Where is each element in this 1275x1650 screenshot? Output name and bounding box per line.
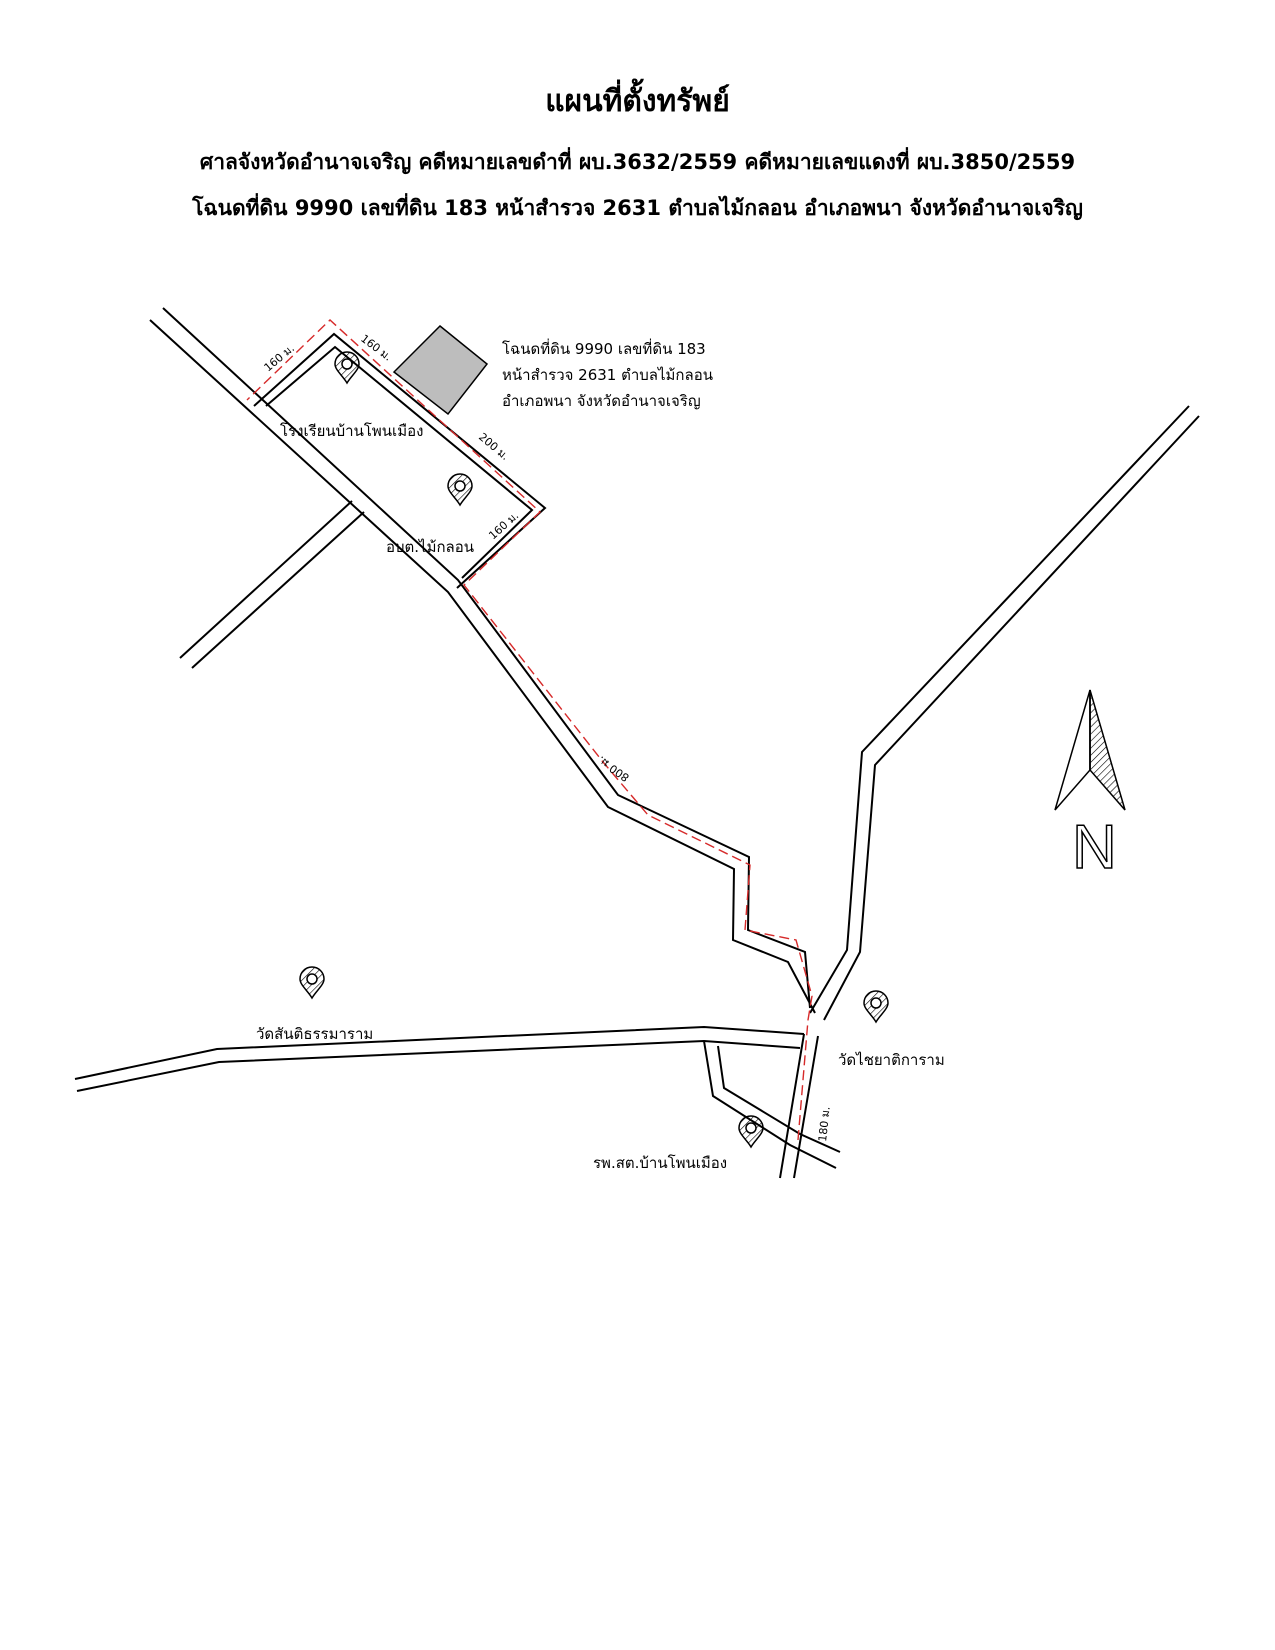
temple-west-pin-icon: [299, 966, 325, 999]
landmark-sao: อบต.ไม้กลอน: [386, 473, 474, 556]
branch-road-edge-b: [191, 511, 365, 669]
distance-label-3: 200 ม.: [476, 430, 511, 463]
health-center-pin-icon: [738, 1115, 764, 1148]
parcel-description: โฉนดที่ดิน 9990 เลขที่ดิน 183 หน้าสำรวจ …: [502, 338, 713, 410]
landmark-school: โรงเรียนบ้านโพนเมือง: [280, 351, 423, 440]
parcel-label-line-1: โฉนดที่ดิน 9990 เลขที่ดิน 183: [502, 338, 706, 358]
temple-west-label: วัดสันติธรรมาราม: [256, 1025, 373, 1043]
map-title: แผนที่ตั้งทรัพย์: [545, 84, 730, 119]
route-to-property: [246, 319, 813, 1141]
south-stub-b: [793, 1035, 819, 1179]
temple-east-label: วัดไชยาติการาม: [838, 1051, 945, 1069]
distance-label-5: 800 ม.: [595, 753, 631, 784]
ne-road-edge-a: [809, 405, 1190, 1014]
landmark-temple-west: วัดสันติธรรมาราม: [256, 966, 373, 1043]
temple-east-pin-icon: [863, 990, 889, 1023]
school-label: โรงเรียนบ้านโพนเมือง: [280, 422, 423, 440]
south-road-b: [717, 1045, 841, 1153]
west-road-edge-a: [74, 1025, 805, 1080]
parcel-label-line-2: หน้าสำรวจ 2631 ตำบลไม้กลอน: [502, 366, 713, 384]
distance-labels: 160 ม. 160 ม. 200 ม. 160 ม. 800 ม. 180 ม…: [262, 332, 833, 1142]
north-arrow-icon: [1054, 689, 1126, 811]
court-case-subtitle: ศาลจังหวัดอำนาจเจริญ คดีหมายเลขดำที่ ผบ.…: [199, 150, 1076, 174]
north-label: N: [1072, 813, 1117, 882]
school-pin-icon: [334, 351, 360, 384]
west-road-edge-b: [76, 1039, 801, 1092]
main-road-edge-a: [149, 319, 816, 1014]
road-network: [74, 307, 1200, 1179]
main-road-edge-b: [162, 307, 811, 1009]
sao-pin-icon: [447, 473, 473, 506]
ne-road-edge-b: [823, 415, 1200, 1021]
landmark-health-center: รพ.สต.บ้านโพนเมือง: [593, 1115, 764, 1172]
parcel-label-line-3: อำเภอพนา จังหวัดอำนาจเจริญ: [502, 392, 701, 410]
south-road-a: [703, 1040, 837, 1169]
property-parcel: [392, 324, 489, 416]
distance-label-6: 180 ม.: [816, 1106, 833, 1142]
health-center-label: รพ.สต.บ้านโพนเมือง: [593, 1154, 727, 1172]
landmark-temple-east: วัดไชยาติการาม: [838, 990, 945, 1069]
sao-label: อบต.ไม้กลอน: [386, 538, 474, 556]
south-stub-a: [779, 1033, 805, 1179]
branch-road-edge-a: [179, 500, 353, 659]
loop-road-inner: [265, 345, 534, 579]
deed-subtitle: โฉนดที่ดิน 9990 เลขที่ดิน 183 หน้าสำรวจ …: [192, 196, 1083, 220]
